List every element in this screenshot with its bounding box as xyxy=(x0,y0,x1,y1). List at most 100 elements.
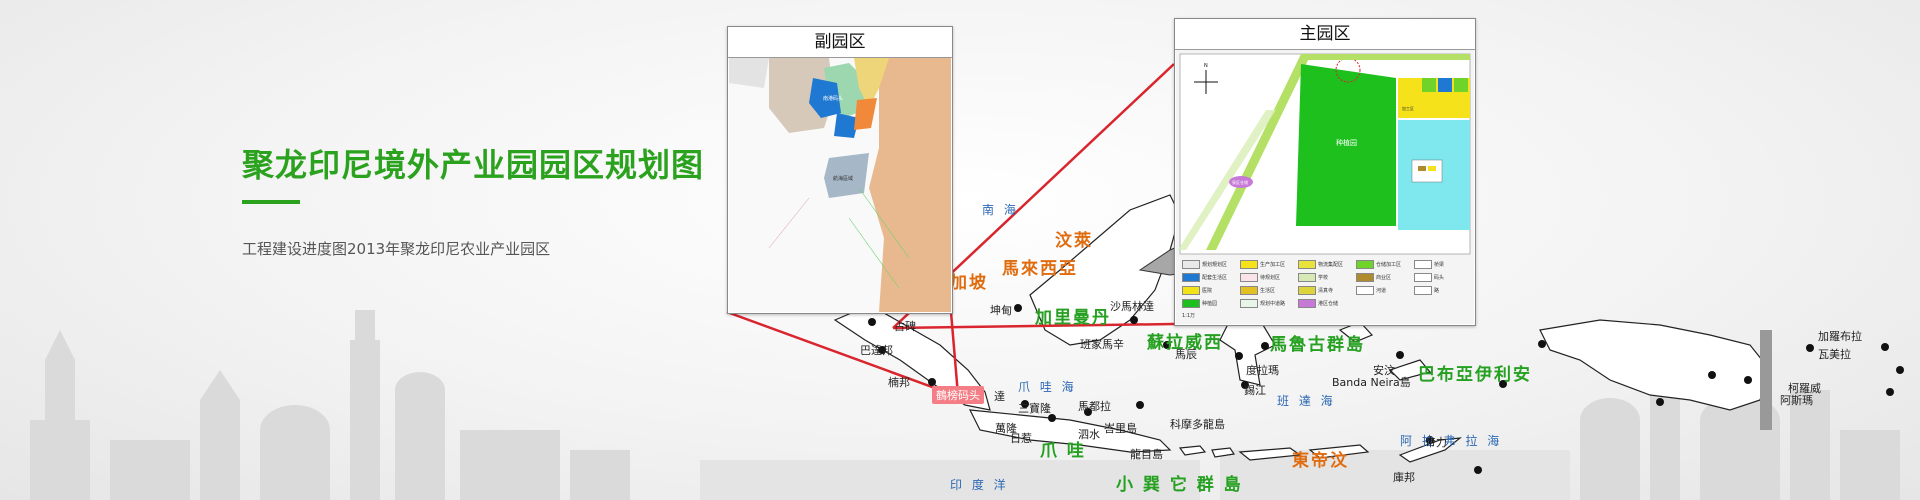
city-label: 巴達邦 xyxy=(860,344,893,357)
legend-item: 河道 xyxy=(1356,286,1386,295)
legend-label: 医院 xyxy=(1202,288,1213,294)
label-sulawesi: 蘇拉威西 xyxy=(1147,333,1223,353)
page-subtitle: 工程建设进度图2013年聚龙印尼农业产业园区 xyxy=(242,240,551,258)
legend-item: 路 xyxy=(1414,286,1439,295)
label-arafura-sea: 阿 拉 弗 拉 海 xyxy=(1400,434,1503,448)
legend-swatch xyxy=(1298,273,1316,282)
legend-swatch xyxy=(1414,260,1432,269)
legend-label: 种植园 xyxy=(1202,301,1218,307)
legend-scale: 1:1万 xyxy=(1182,313,1196,319)
legend-label: 清真寺 xyxy=(1318,288,1334,294)
legend-label: 物流集配区 xyxy=(1318,262,1344,268)
legend-swatch xyxy=(1356,273,1374,282)
city-label: 峇里島 xyxy=(1104,422,1137,435)
legend-label: 仓储加工区 xyxy=(1376,262,1402,268)
label-banda-neira: Banda Neira島 xyxy=(1332,376,1411,389)
legend-item: 物流集配区 xyxy=(1298,260,1343,269)
compass-n: N xyxy=(1204,63,1208,69)
legend-item: 港区仓储 xyxy=(1298,299,1338,308)
legend-swatch xyxy=(1182,286,1200,295)
legend-label: 商业区 xyxy=(1376,275,1392,281)
legend-swatch xyxy=(1298,260,1316,269)
legend-label: 生活区 xyxy=(1260,288,1276,294)
legend-swatch xyxy=(1356,260,1374,269)
legend-swatch xyxy=(1298,286,1316,295)
legend-swatch xyxy=(1182,273,1200,282)
main-park-label: 泉区仓储 xyxy=(1232,179,1248,185)
pier-badge: 鶴榜码头 xyxy=(932,386,984,404)
legend-label: 规划中道路 xyxy=(1260,301,1286,307)
page-title: 聚龙印尼境外产业园园区规划图 xyxy=(242,146,705,184)
main-park-legend: 規划規划区生产加工区物流集配区仓储加工区桥梁配套生活区待规划区学校商业区码头医院… xyxy=(1182,260,1470,319)
city-label: 帝力 xyxy=(1425,436,1447,449)
legend-swatch xyxy=(1414,286,1432,295)
legend-label: 待规划区 xyxy=(1260,275,1281,281)
city-label: 馬辰 xyxy=(1175,348,1197,361)
legend-swatch xyxy=(1240,286,1258,295)
city-label: 柯羅威 xyxy=(1788,382,1821,395)
title-underline xyxy=(242,200,300,204)
legend-label: 河道 xyxy=(1376,288,1387,294)
city-label: 三寶隆 xyxy=(1018,402,1051,415)
label-indian-ocean: 印 度 洋 xyxy=(950,478,1009,492)
legend-label: 配套生活区 xyxy=(1202,275,1228,281)
city-label: 班家馬辛 xyxy=(1080,338,1124,351)
indonesia-map: 南 海 汶萊 馬來西亞 加坡 加里曼丹 蘇拉威西 馬魯古群島 巴布亞伊利安 爪 … xyxy=(700,0,1920,500)
sub-park-title: 副园区 xyxy=(728,27,952,58)
legend-item: 商业区 xyxy=(1356,273,1391,282)
city-label: 加羅布拉 xyxy=(1818,330,1862,343)
legend-item: 仓储加工区 xyxy=(1356,260,1401,269)
label-java-sea: 爪 哇 海 xyxy=(1018,380,1077,394)
label-brunei: 汶萊 xyxy=(1055,231,1093,251)
city-label: 庫邦 xyxy=(1393,471,1415,484)
legend-item: 生产加工区 xyxy=(1240,260,1285,269)
legend-swatch xyxy=(1240,260,1258,269)
sub-park-label: 南港码头 xyxy=(823,95,843,102)
legend-item: 桥梁 xyxy=(1414,260,1444,269)
sub-park-label: 航海區域 xyxy=(833,175,853,182)
legend-label: 学校 xyxy=(1318,275,1329,281)
city-label: 日惹 xyxy=(1010,432,1032,445)
city-label: 達 xyxy=(994,390,1005,403)
city-label: 楠邦 xyxy=(888,376,910,389)
city-label: 瓦美拉 xyxy=(1818,348,1851,361)
legend-label: 路 xyxy=(1434,288,1440,294)
label-papua: 巴布亞伊利安 xyxy=(1418,365,1532,385)
main-park-map: N 种植园 加工区 泉区仓储 規划規划区生产加工区物 xyxy=(1176,50,1474,324)
legend-label: 生产加工区 xyxy=(1260,262,1286,268)
legend-item: 种植园 xyxy=(1182,299,1217,308)
main-park-label: 种植园 xyxy=(1336,138,1357,147)
main-park-label: 加工区 xyxy=(1402,105,1414,111)
legend-item: 医院 xyxy=(1182,286,1212,295)
legend-swatch xyxy=(1298,299,1316,308)
legend-item: 配套生活区 xyxy=(1182,273,1227,282)
legend-item: 待规划区 xyxy=(1240,273,1280,282)
city-label: 度拉瑪 xyxy=(1246,364,1279,377)
label-banda-sea: 班 達 海 xyxy=(1277,394,1336,408)
legend-label: 港区仓储 xyxy=(1318,301,1339,307)
city-label: 安汶 xyxy=(1373,364,1395,377)
legend-item: 清真寺 xyxy=(1298,286,1333,295)
city-label: 科摩多龍島 xyxy=(1170,418,1225,431)
label-kalimantan: 加里曼丹 xyxy=(1035,308,1111,328)
label-east-timor: 東帝汶 xyxy=(1292,451,1349,471)
city-label: 泗水 xyxy=(1078,428,1100,441)
legend-swatch xyxy=(1414,273,1432,282)
city-label: 龍目島 xyxy=(1130,448,1163,461)
indonesia-map-outline xyxy=(726,63,1904,474)
main-park-panel: 主园区 N 种植园 加工区 xyxy=(1174,18,1476,326)
legend-item: 学校 xyxy=(1298,273,1328,282)
label-singapore: 加坡 xyxy=(950,273,988,293)
legend-swatch xyxy=(1356,286,1374,295)
sub-park-panel: 副园区 南港码头 航海區域 xyxy=(727,26,953,314)
legend-label: 桥梁 xyxy=(1434,262,1445,268)
label-south-sea: 南 海 xyxy=(982,203,1019,217)
legend-swatch xyxy=(1182,299,1200,308)
legend-swatch xyxy=(1240,299,1258,308)
city-label: 坤甸 xyxy=(990,304,1012,317)
city-label: 馬都拉 xyxy=(1078,400,1111,413)
city-label: 阿斯瑪 xyxy=(1780,394,1813,407)
sub-park-map: 南港码头 航海區域 xyxy=(729,58,951,312)
label-lesser-sunda: 小 巽 它 群 島 xyxy=(1116,475,1243,495)
legend-swatch xyxy=(1240,273,1258,282)
